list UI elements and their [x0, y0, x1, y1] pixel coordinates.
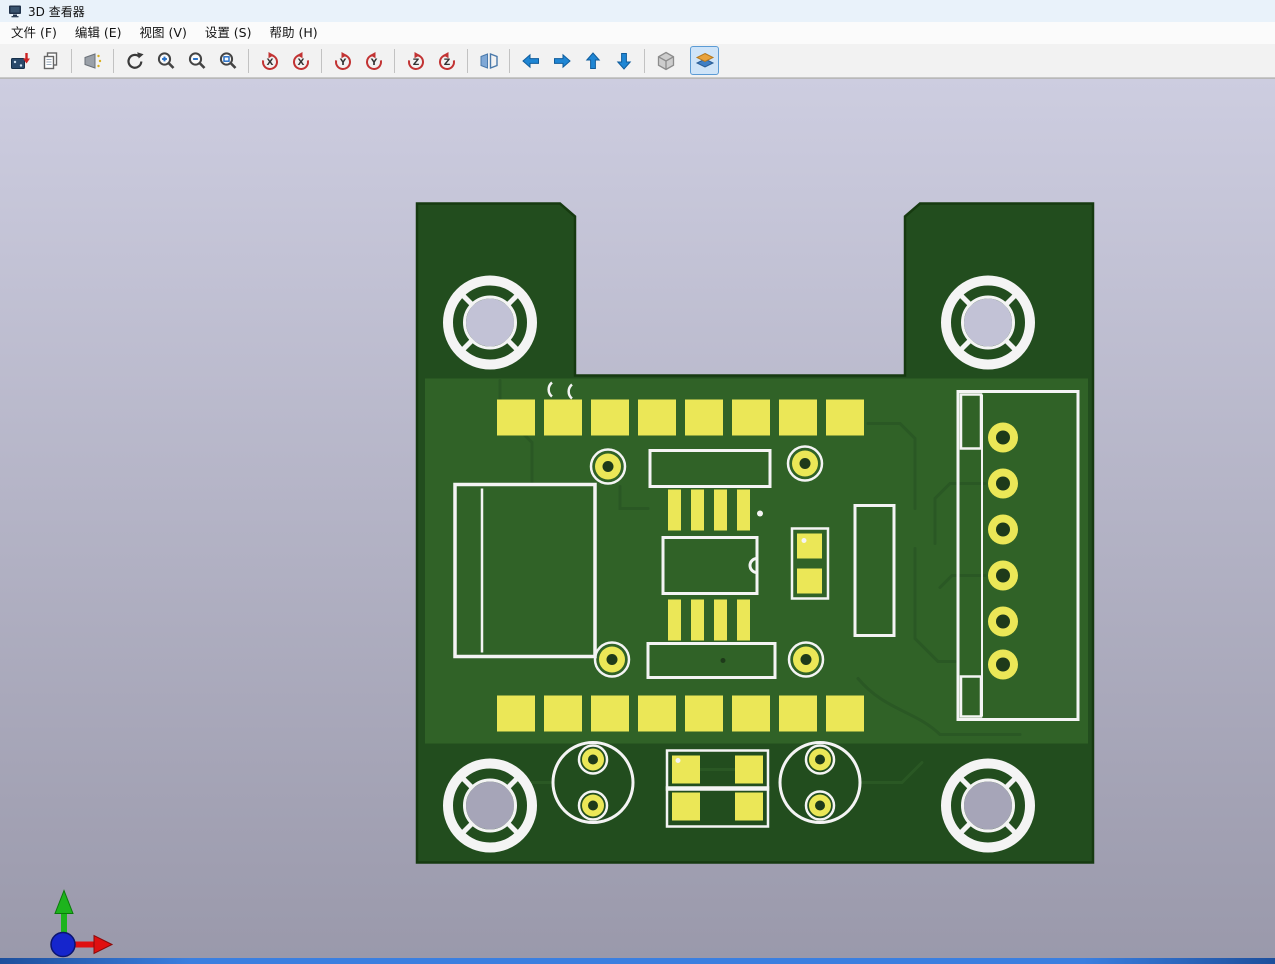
silk-dot	[676, 758, 681, 763]
svg-text:X: X	[266, 58, 273, 68]
menu-file[interactable]: 文件 (F)	[2, 22, 66, 44]
reload-board-icon	[9, 50, 31, 72]
rotate-x-ccw-icon: X	[290, 50, 312, 72]
toolbar: X X Y	[0, 44, 1275, 78]
rotate-y-cw-button[interactable]: Y	[328, 46, 357, 75]
app-board-icon	[8, 4, 22, 18]
raytrace-icon	[82, 50, 104, 72]
zoom-in-icon	[155, 50, 177, 72]
rotate-z-cw-button[interactable]: Z	[401, 46, 430, 75]
rotate-z-ccw-button[interactable]: Z	[432, 46, 461, 75]
menu-settings[interactable]: 设置 (S)	[196, 22, 261, 44]
refresh-icon	[124, 50, 146, 72]
titlebar: 3D 查看器	[0, 0, 1275, 22]
window-bottom-edge	[0, 958, 1275, 964]
move-down-button[interactable]	[609, 46, 638, 75]
move-left-button[interactable]	[516, 46, 545, 75]
orthographic-projection-button[interactable]	[651, 46, 680, 75]
axis-indicator	[51, 891, 112, 957]
rotate-z-ccw-icon: Z	[436, 50, 458, 72]
svg-text:Z: Z	[443, 58, 450, 68]
svg-text:Y: Y	[369, 58, 377, 68]
toolbar-separator	[467, 49, 468, 73]
appearance-layers-button[interactable]	[690, 46, 719, 75]
toolbar-separator	[509, 49, 510, 73]
move-right-button[interactable]	[547, 46, 576, 75]
rotate-y-ccw-button[interactable]: Y	[359, 46, 388, 75]
rotate-y-ccw-icon: Y	[363, 50, 385, 72]
rotate-x-cw-button[interactable]: X	[255, 46, 284, 75]
zoom-out-icon	[186, 50, 208, 72]
arrow-left-icon	[520, 50, 542, 72]
window-title: 3D 查看器	[28, 3, 85, 20]
arrow-right-icon	[551, 50, 573, 72]
menu-view[interactable]: 视图 (V)	[131, 22, 196, 44]
3d-viewport[interactable]	[0, 78, 1275, 958]
rotate-z-cw-icon: Z	[405, 50, 427, 72]
zoom-out-button[interactable]	[182, 46, 211, 75]
cube-icon	[655, 50, 677, 72]
silk-dot	[802, 538, 807, 543]
toolbar-separator	[248, 49, 249, 73]
toolbar-separator	[644, 49, 645, 73]
svg-text:Y: Y	[338, 58, 346, 68]
svg-text:X: X	[297, 58, 304, 68]
toolbar-separator	[321, 49, 322, 73]
menu-help[interactable]: 帮助 (H)	[261, 22, 327, 44]
reload-board-button[interactable]	[5, 46, 34, 75]
zoom-fit-icon	[217, 50, 239, 72]
pcb-3d-render	[0, 79, 1275, 958]
arrow-down-icon	[613, 50, 635, 72]
y-axis-arrowhead	[55, 891, 73, 914]
silk-dot	[757, 511, 763, 517]
zoom-in-button[interactable]	[151, 46, 180, 75]
toolbar-separator	[113, 49, 114, 73]
svg-text:Z: Z	[412, 58, 419, 68]
menubar: 文件 (F) 编辑 (E) 视图 (V) 设置 (S) 帮助 (H)	[0, 22, 1275, 44]
layers-icon	[694, 50, 716, 72]
raytracing-button[interactable]	[78, 46, 107, 75]
copy-icon	[40, 50, 62, 72]
zoom-fit-button[interactable]	[213, 46, 242, 75]
rotate-y-cw-icon: Y	[332, 50, 354, 72]
menu-edit[interactable]: 编辑 (E)	[66, 22, 131, 44]
z-axis-sphere	[51, 933, 75, 957]
toolbar-separator	[394, 49, 395, 73]
arrow-up-icon	[582, 50, 604, 72]
copy-image-button[interactable]	[36, 46, 65, 75]
x-axis-arrowhead	[94, 936, 112, 954]
flip-board-icon	[478, 50, 500, 72]
rotate-x-ccw-button[interactable]: X	[286, 46, 315, 75]
redraw-button[interactable]	[120, 46, 149, 75]
move-up-button[interactable]	[578, 46, 607, 75]
toolbar-separator	[71, 49, 72, 73]
flip-board-button[interactable]	[474, 46, 503, 75]
rotate-x-cw-icon: X	[259, 50, 281, 72]
